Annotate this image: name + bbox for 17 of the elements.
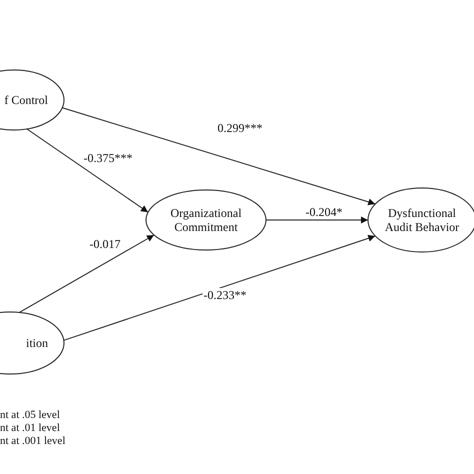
note-text: nt at .01 level (0, 422, 60, 435)
node-label: ition (26, 336, 48, 350)
arrow (26, 128, 149, 213)
node-label: Organizational Commitment (169, 206, 243, 234)
edge-label: -0.375*** (82, 151, 134, 165)
node-label: Dysfunctional Audit Behavior (384, 206, 460, 234)
arrow (18, 234, 155, 313)
edge-label: -0.233** (202, 288, 248, 302)
note-text: nt at .05 level (0, 409, 60, 422)
arrow (266, 216, 368, 224)
note-text: nt at .001 level (0, 435, 66, 448)
edge-label: -0.204* (304, 205, 344, 219)
node-label: f Control (4, 93, 48, 107)
arrow (62, 107, 376, 206)
arrow (63, 234, 376, 341)
edge-label: -0.017 (88, 237, 122, 251)
edge-label: 0.299*** (216, 121, 264, 135)
